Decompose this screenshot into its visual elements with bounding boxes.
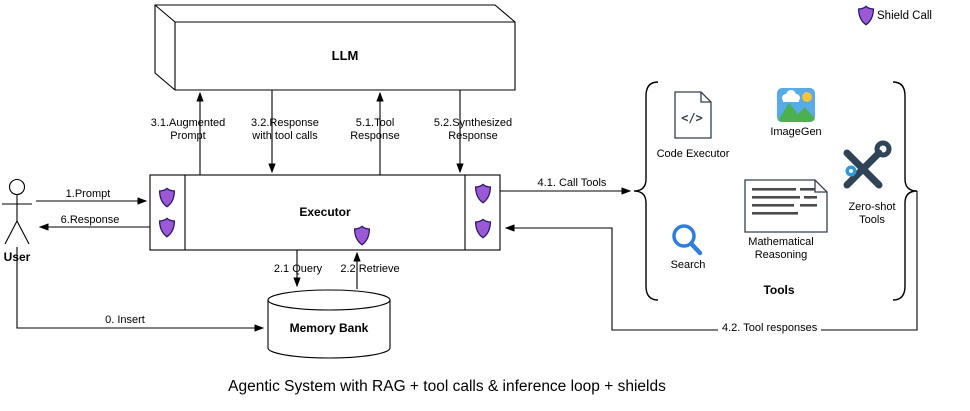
zero-shot-tools-label: Zero-shot Tools [848, 201, 896, 226]
image-icon [777, 88, 815, 122]
legend-shield-label: Shield Call [877, 10, 932, 22]
search-label: Search [670, 259, 706, 271]
memory-bank-node [267, 289, 391, 359]
user-actor [2, 178, 32, 245]
code-file-icon: </> [674, 91, 712, 139]
legend-shield-icon [857, 5, 875, 26]
edge-tool-responses [504, 191, 918, 331]
math-reasoning-label: Mathematical Reasoning [748, 236, 814, 261]
edge-label-retrieve: 2.2 Retrieve [340, 263, 400, 275]
edge-insert [16, 247, 265, 332]
svg-text:</>: </> [681, 111, 703, 125]
edge-label-tool-responses: 4.2. Tool responses [718, 322, 822, 335]
imagegen-label: ImageGen [770, 126, 822, 138]
edge-label-prompt: 1.Prompt [65, 188, 111, 200]
magnifier-icon [672, 224, 703, 256]
edge-label-call-tools: 4.1. Call Tools [537, 177, 607, 189]
executor-node [149, 174, 501, 251]
edge-label-synthesized-response: 5.2.Synthesized Response [433, 117, 513, 142]
crossed-tools-icon [843, 140, 892, 189]
edge-label-response: 6.Response [60, 214, 120, 226]
edge-label-insert: 0. Insert [105, 314, 145, 326]
edge-label-query: 2.1 Query [273, 263, 323, 275]
llm-node [154, 4, 516, 91]
user-label: User [3, 250, 31, 264]
llm-label: LLM [331, 48, 359, 63]
edge-label-augmented-prompt: 3.1.Augmented Prompt [150, 117, 226, 142]
code-executor-label: Code Executor [656, 148, 730, 160]
math-document-icon [744, 179, 828, 233]
tools-left-brace [633, 81, 659, 301]
math-formulas-lines [752, 188, 817, 215]
edge-label-tool-response: 5.1.Tool Response [350, 117, 400, 142]
executor-label: Executor [299, 205, 351, 219]
edge-label-response-with-tool-calls: 3.2.Response with tool calls [251, 117, 319, 142]
tools-group-label: Tools [763, 283, 795, 297]
diagram-caption: Agentic System with RAG + tool calls & i… [228, 378, 666, 395]
tools-right-brace [892, 81, 918, 301]
memory-bank-label: Memory Bank [289, 321, 369, 335]
